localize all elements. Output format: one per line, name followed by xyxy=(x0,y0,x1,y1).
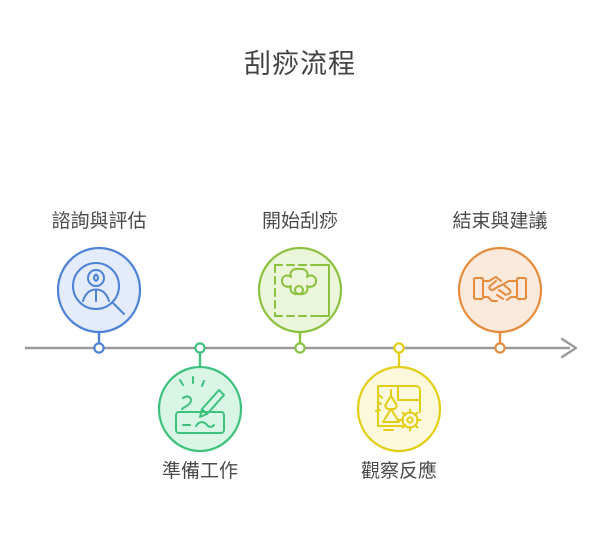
step-3-circle xyxy=(257,246,343,334)
gua-sha-tool-icon xyxy=(175,376,225,434)
step-4-circle xyxy=(356,365,442,453)
axis-node-1 xyxy=(93,342,105,354)
flower-frame-icon xyxy=(274,264,330,317)
step-4-label: 觀察反應 xyxy=(360,461,437,482)
axis-node-4 xyxy=(393,342,405,354)
report-gear-icon xyxy=(375,385,422,432)
step-5-label: 結束與建議 xyxy=(452,211,548,232)
axis-nodes xyxy=(93,342,506,354)
step-2-group[interactable] xyxy=(157,348,243,453)
step-1-label: 諮詢與評估 xyxy=(51,211,147,232)
arrow-right-icon xyxy=(560,337,578,359)
step-3-group[interactable] xyxy=(257,246,343,348)
axis-node-5 xyxy=(494,342,506,354)
axis-node-3 xyxy=(294,342,306,354)
person-magnifier-icon xyxy=(72,262,125,315)
step-1-group[interactable] xyxy=(56,246,142,348)
step-3-label: 開始刮痧 xyxy=(261,211,338,232)
step-4-group[interactable] xyxy=(356,348,442,453)
step-5-group[interactable] xyxy=(457,246,543,348)
step-2-circle xyxy=(157,365,243,453)
handshake-icon xyxy=(473,276,527,302)
axis-node-2 xyxy=(194,342,206,354)
page-title: 刮痧流程 xyxy=(244,49,356,79)
step-2-label: 準備工作 xyxy=(161,461,238,482)
